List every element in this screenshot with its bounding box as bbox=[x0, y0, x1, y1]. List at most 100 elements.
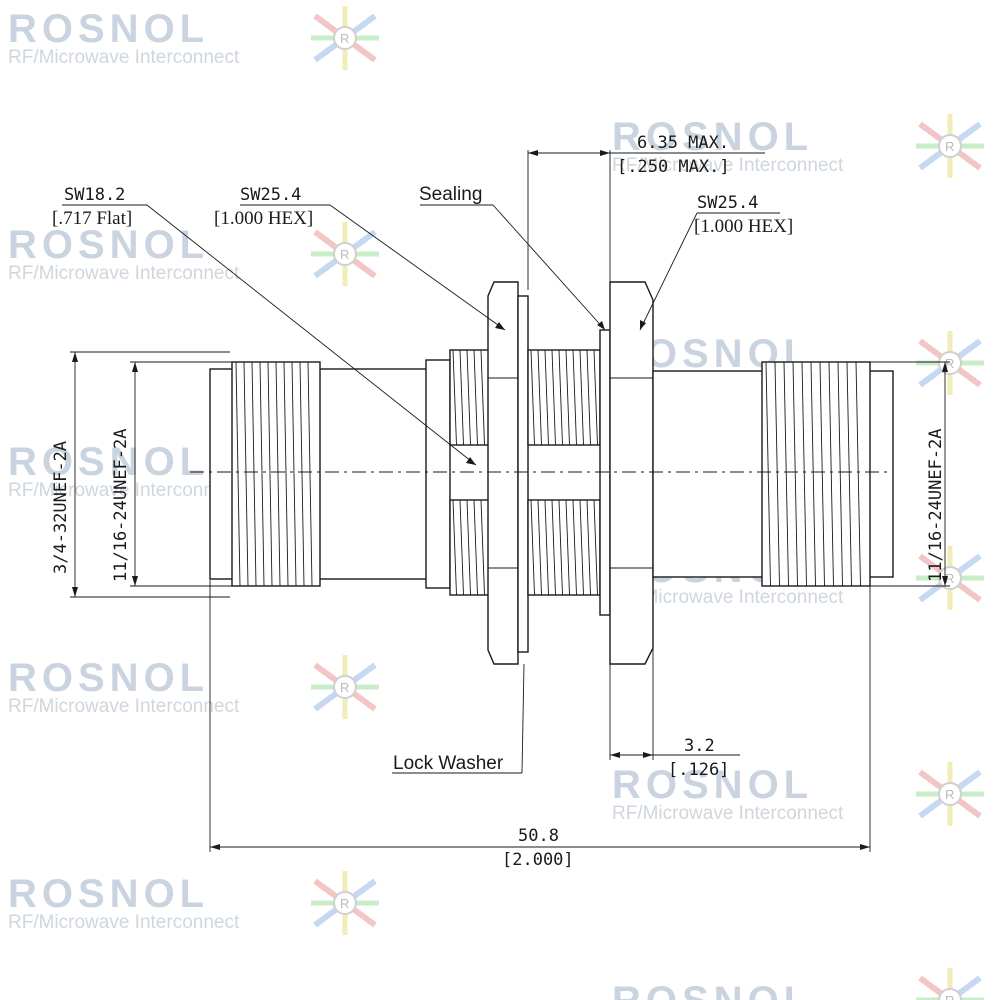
thread-crest-line bbox=[558, 499, 563, 596]
thread-crest-line bbox=[466, 349, 471, 446]
watermark-tagline: RF/Microwave Interconnect bbox=[612, 155, 844, 176]
thread-crest-line bbox=[846, 361, 852, 587]
watermark-tagline: RF/Microwave Interconnect bbox=[612, 587, 844, 608]
thread-crest-line bbox=[466, 499, 471, 596]
watermark-8: ROSNOL RF/Microwave Interconnect bbox=[612, 762, 984, 826]
thread-crest-line bbox=[593, 349, 598, 446]
watermark-7: ROSNOL RF/Microwave Interconnect bbox=[8, 655, 379, 719]
lock-washer bbox=[517, 295, 529, 653]
thread-crest-line bbox=[459, 349, 464, 446]
watermark-brand: ROSNOL bbox=[8, 656, 209, 700]
right-thread-spec: 11/16-24UNEF-2A bbox=[926, 428, 946, 582]
lock-washer-label: Lock Washer bbox=[393, 753, 504, 774]
thread-crest-line bbox=[480, 349, 485, 446]
thread-crest-line bbox=[275, 361, 281, 587]
thread-crest-line bbox=[765, 361, 771, 587]
thread-crest-line bbox=[530, 499, 535, 596]
left-outer-thread bbox=[231, 361, 321, 587]
flange-width-in: [.126] bbox=[668, 760, 729, 780]
sw25-right-hex-label: [1.000 HEX] bbox=[694, 216, 793, 237]
thread-crest-line bbox=[593, 499, 598, 596]
thread-crest-line bbox=[251, 361, 257, 587]
watermark-tagline: RF/Microwave Interconnect bbox=[8, 263, 240, 284]
thread-crest-line bbox=[810, 361, 816, 587]
thread-crest-line bbox=[586, 499, 591, 596]
thread-crest-line bbox=[537, 349, 542, 446]
flange-width-mm: 3.2 bbox=[684, 736, 715, 756]
outer-thread-spec: 3/4-32UNEF-2A bbox=[51, 441, 71, 574]
overall-length-in: [2.000] bbox=[502, 850, 574, 870]
right-hex-flange bbox=[609, 281, 654, 665]
thread-crest-line bbox=[267, 361, 273, 587]
left-shoulder bbox=[425, 359, 451, 589]
thread-crest-line bbox=[855, 361, 861, 587]
thread-crest-line bbox=[551, 499, 556, 596]
watermark-5: ROSNOL RF/Microwave Interconnect bbox=[8, 439, 379, 503]
watermark-tagline: RF/Microwave Interconnect bbox=[8, 47, 240, 68]
watermark-tagline: RF/Microwave Interconnect bbox=[8, 696, 240, 717]
panel-thread bbox=[527, 349, 601, 596]
thread-crest-line bbox=[530, 349, 535, 446]
thread-crest-line bbox=[579, 349, 584, 446]
thread-crest-line bbox=[473, 349, 478, 446]
watermark-brand: ROSNOL bbox=[8, 223, 209, 267]
thread-crest-line bbox=[801, 361, 807, 587]
thread-crest-line bbox=[565, 499, 570, 596]
watermark-brand: ROSNOL bbox=[612, 979, 813, 1000]
thread-crest-line bbox=[579, 499, 584, 596]
thread-crest-line bbox=[259, 361, 265, 587]
thread-crest-line bbox=[828, 361, 834, 587]
thread-crest-line bbox=[544, 349, 549, 446]
watermark-brand: ROSNOL bbox=[8, 440, 209, 484]
left-hex-nut bbox=[487, 281, 519, 665]
thread-crest-line bbox=[565, 349, 570, 446]
leader-lines bbox=[62, 204, 780, 774]
watermark-9: ROSNOL RF/Microwave Interconnect bbox=[8, 871, 379, 935]
watermark-tagline: RF/Microwave Interconnect bbox=[612, 803, 844, 824]
right-thread bbox=[761, 361, 871, 587]
max-length-mm: 6.35 MAX. bbox=[637, 133, 729, 153]
max-length-in: [.250 MAX.] bbox=[617, 157, 730, 177]
thread-crest-line bbox=[558, 349, 563, 446]
thread-crest-line bbox=[473, 499, 478, 596]
thread-crest-line bbox=[459, 499, 464, 596]
thread-crest-line bbox=[307, 361, 313, 587]
thread-crest-line bbox=[586, 349, 591, 446]
sealing-label: Sealing bbox=[419, 184, 482, 205]
thread-crest-line bbox=[452, 349, 457, 446]
left-nut-thread bbox=[449, 349, 495, 596]
thread-crest-line bbox=[572, 499, 577, 596]
thread-crest-line bbox=[452, 499, 457, 596]
watermark-3: ROSNOL RF/Microwave Interconnect bbox=[8, 222, 379, 286]
thread-crest-line bbox=[819, 361, 825, 587]
thread-crest-line bbox=[837, 361, 843, 587]
sw25-left-label: SW25.4 bbox=[240, 185, 301, 205]
thread-crest-line bbox=[283, 361, 289, 587]
left-thread-spec: 11/16-24UNEF-2A bbox=[111, 428, 131, 582]
watermark-brand: ROSNOL bbox=[612, 763, 813, 807]
watermark-1: ROSNOL RF/Microwave Interconnect bbox=[8, 6, 379, 70]
thread-crest-line bbox=[783, 361, 789, 587]
watermark-brand: ROSNOL bbox=[8, 872, 209, 916]
thread-crest-line bbox=[235, 361, 241, 587]
thread-crest-line bbox=[243, 361, 249, 587]
thread-crest-line bbox=[299, 361, 305, 587]
watermark-brand: ROSNOL bbox=[8, 7, 209, 51]
watermark-tagline: RF/Microwave Interconnect bbox=[8, 480, 240, 501]
sealing-ring bbox=[599, 329, 611, 616]
sw25-left-hex-label: [1.000 HEX] bbox=[214, 208, 313, 229]
sw18-label: SW18.2 bbox=[64, 185, 125, 205]
watermark-tagline: RF/Microwave Interconnect bbox=[8, 912, 240, 933]
overall-length-mm: 50.8 bbox=[518, 826, 559, 846]
sw25-right-label: SW25.4 bbox=[697, 193, 758, 213]
thread-crest-line bbox=[572, 349, 577, 446]
thread-crest-line bbox=[480, 499, 485, 596]
thread-crest-line bbox=[774, 361, 780, 587]
watermark-2: ROSNOL RF/Microwave Interconnect bbox=[612, 114, 984, 178]
sw18-flat-label: [.717 Flat] bbox=[52, 208, 132, 229]
watermark-10: ROSNOL bbox=[612, 968, 984, 1000]
thread-crest-line bbox=[792, 361, 798, 587]
watermark-brand: ROSNOL bbox=[612, 115, 813, 159]
